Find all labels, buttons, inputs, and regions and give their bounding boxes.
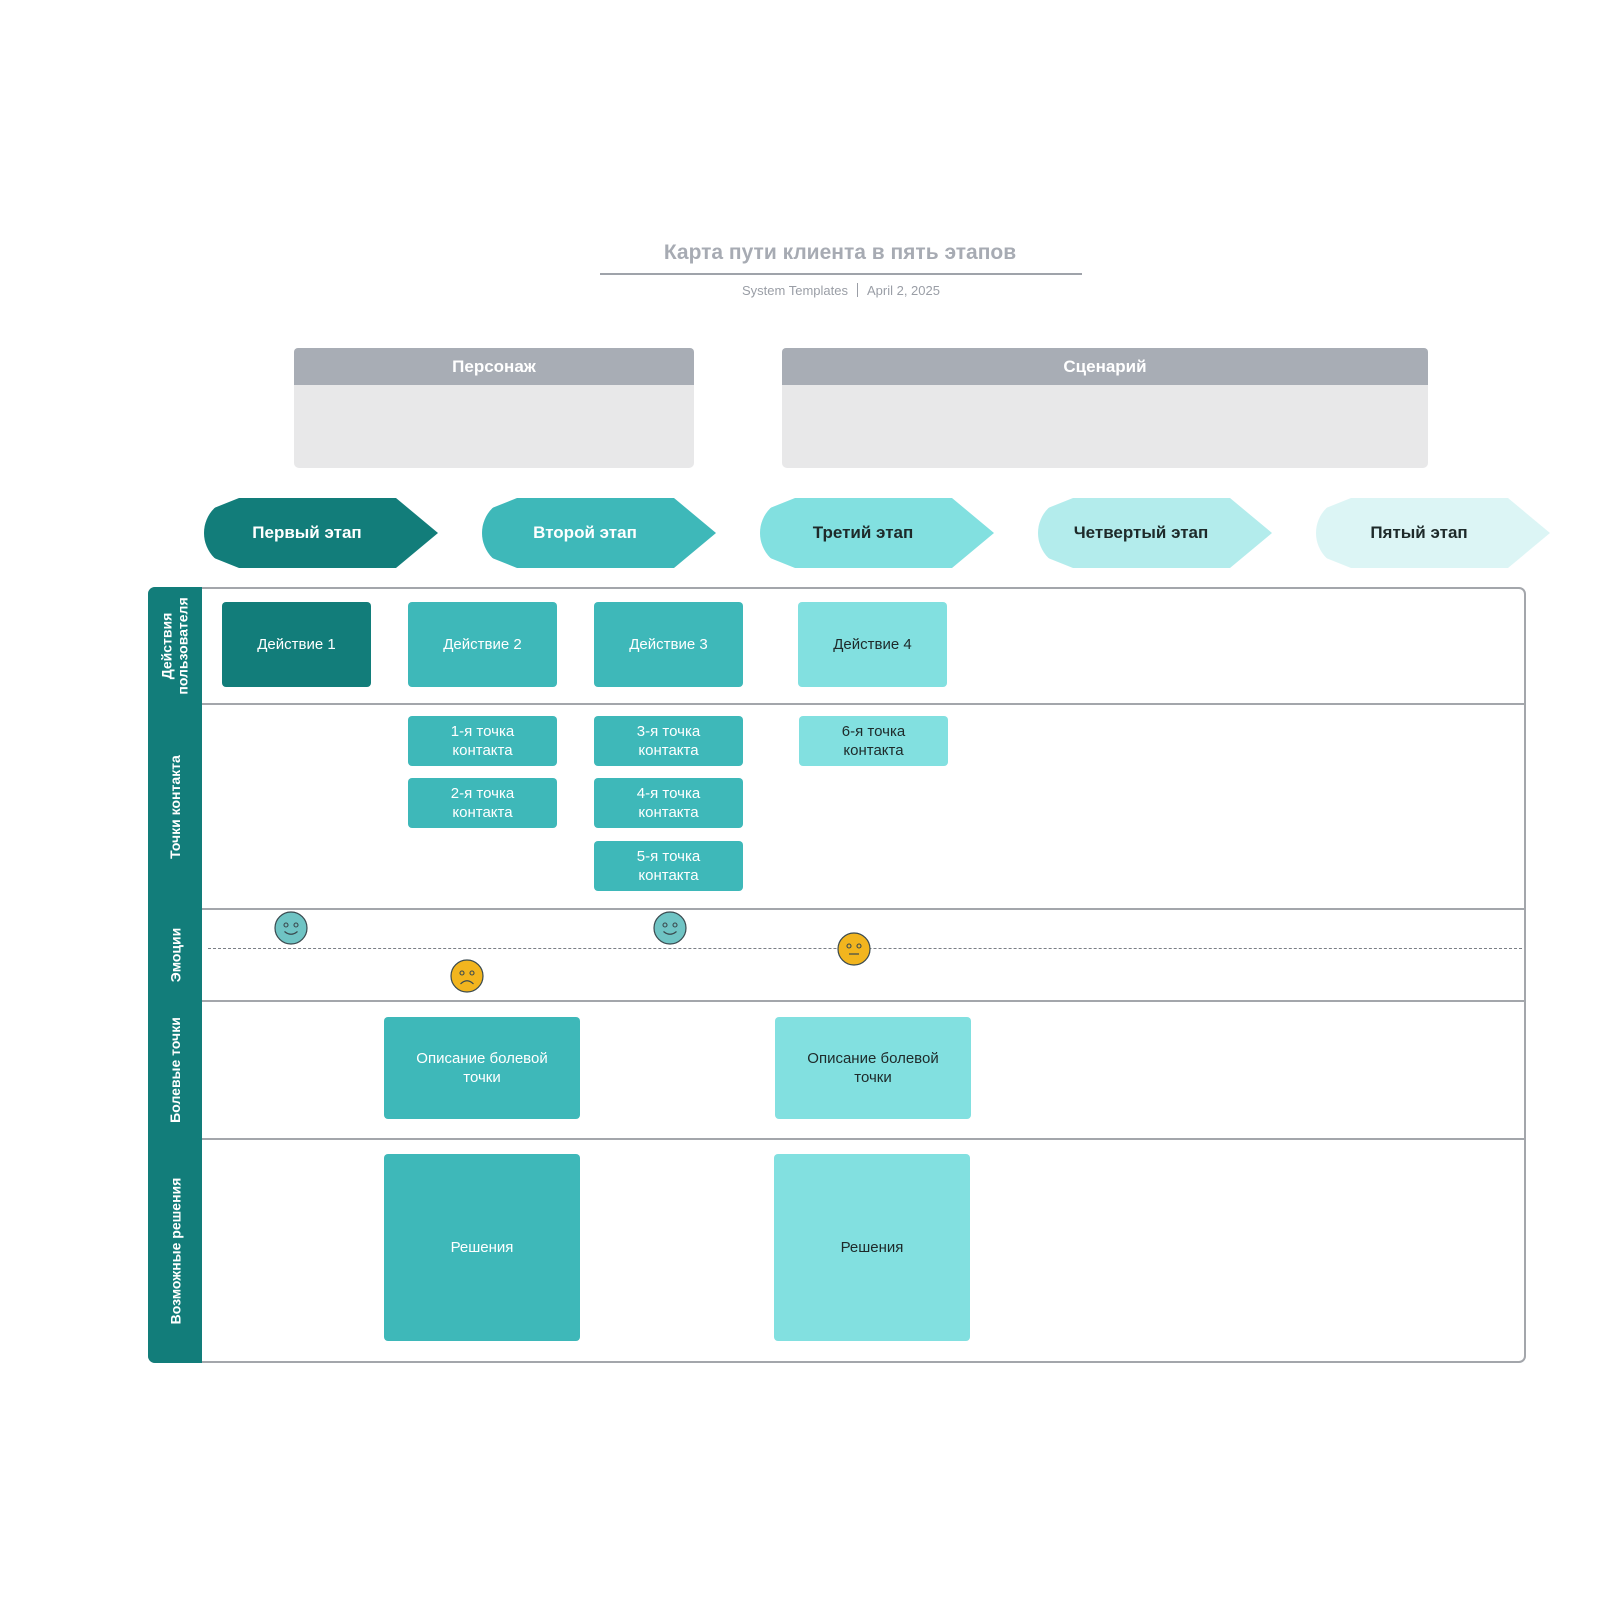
scenario-panel[interactable]: Сценарий xyxy=(782,348,1428,468)
lane-divider xyxy=(202,703,1526,705)
neutral-face-icon[interactable] xyxy=(836,931,872,967)
persona-panel-body[interactable] xyxy=(294,385,694,468)
lane-label-actions: Действия пользователя xyxy=(148,587,202,704)
lane-emotions-text: Эмоции xyxy=(167,927,184,983)
lane-touchpoints-text: Точки контакта xyxy=(167,754,184,859)
stage-3[interactable]: Третий этап xyxy=(760,498,994,568)
persona-panel-header: Персонаж xyxy=(294,348,694,385)
smiley-face-icon[interactable] xyxy=(652,910,688,946)
lane-pain-points-text: Болевые точки xyxy=(167,1017,183,1123)
page-subtitle: System Templates April 2, 2025 xyxy=(600,283,1082,298)
lane-label-pain-points: Болевые точки xyxy=(148,1001,202,1139)
subtitle-separator xyxy=(856,283,858,297)
pain-point-card-1[interactable]: Описание болевой точки xyxy=(384,1017,580,1119)
solution-card-1[interactable]: Решения xyxy=(384,1154,580,1341)
touchpoint-card-1[interactable]: 1-я точка контакта xyxy=(408,716,557,766)
action-card-4[interactable]: Действие 4 xyxy=(798,602,947,687)
touchpoint-card-5[interactable]: 5-я точка контакта xyxy=(594,841,743,891)
lane-divider xyxy=(202,1138,1526,1140)
lane-label-touchpoints: Точки контакта xyxy=(148,704,202,909)
stage-1[interactable]: Первый этап xyxy=(204,498,438,568)
lane-divider xyxy=(202,908,1526,910)
action-card-1[interactable]: Действие 1 xyxy=(222,602,371,687)
scenario-panel-body[interactable] xyxy=(782,385,1428,468)
touchpoint-card-3[interactable]: 3-я точка контакта xyxy=(594,716,743,766)
page-title: Карта пути клиента в пять этапов xyxy=(663,241,1017,264)
stage-5[interactable]: Пятый этап xyxy=(1316,498,1550,568)
persona-panel[interactable]: Персонаж xyxy=(294,348,694,468)
touchpoint-card-2[interactable]: 2-я точка контакта xyxy=(408,778,557,828)
stage-2[interactable]: Второй этап xyxy=(482,498,716,568)
source-label: System Templates xyxy=(742,283,848,298)
lane-label-emotions: Эмоции xyxy=(148,909,202,1001)
scenario-panel-header: Сценарий xyxy=(782,348,1428,385)
touchpoint-card-4[interactable]: 4-я точка контакта xyxy=(594,778,743,828)
date-label: April 2, 2025 xyxy=(866,283,940,298)
touchpoint-card-6[interactable]: 6-я точка контакта xyxy=(799,716,948,766)
solution-card-2[interactable]: Решения xyxy=(774,1154,970,1341)
lane-divider xyxy=(202,1000,1526,1002)
action-card-2[interactable]: Действие 2 xyxy=(408,602,557,687)
title-underline xyxy=(600,273,1082,275)
sad-face-icon[interactable] xyxy=(449,958,485,994)
smiley-face-icon[interactable] xyxy=(273,910,309,946)
lane-solutions-text: Возможные решения xyxy=(167,1177,184,1325)
stage-4[interactable]: Четвертый этап xyxy=(1038,498,1272,568)
lane-actions-text: Действия пользователя xyxy=(159,596,192,695)
action-card-3[interactable]: Действие 3 xyxy=(594,602,743,687)
lane-label-solutions: Возможные решения xyxy=(148,1139,202,1363)
pain-point-card-2[interactable]: Описание болевой точки xyxy=(775,1017,971,1119)
